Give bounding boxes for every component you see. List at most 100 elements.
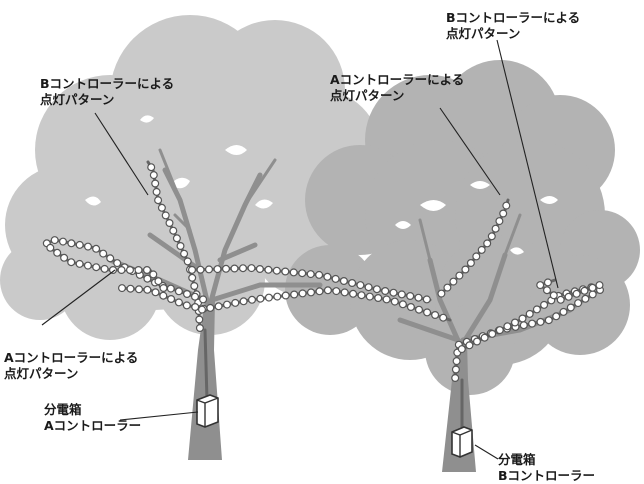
led-bulb (180, 249, 189, 258)
led-bulb (151, 179, 160, 188)
led-bulb (152, 187, 161, 196)
led-bulb (159, 284, 168, 293)
led-bulb (340, 288, 349, 297)
led-bulb (422, 295, 431, 304)
led-bulb (135, 285, 144, 294)
led-bulb (397, 290, 406, 299)
led-bulb (106, 254, 115, 263)
led-bulb (159, 291, 168, 300)
led-bulb (488, 329, 497, 338)
led-bulb (307, 288, 316, 297)
led-bulb (298, 289, 307, 298)
led-bulb (289, 268, 298, 277)
led-bulb (143, 274, 152, 283)
led-bulb (495, 217, 504, 226)
led-bulb (214, 302, 223, 311)
led-bulb (382, 295, 391, 304)
led-bulb (542, 286, 551, 295)
led-bulb (356, 281, 365, 290)
led-bulb (480, 333, 489, 342)
led-bulb (452, 357, 461, 366)
led-bulb (188, 265, 197, 274)
led-bulb (544, 316, 553, 325)
led-bulb (461, 265, 470, 274)
led-bulb (331, 274, 340, 283)
led-bulb (195, 324, 204, 333)
led-bulb (540, 300, 549, 309)
led-bulb (157, 203, 166, 212)
led-bulb (149, 171, 158, 180)
led-bulb (176, 242, 185, 251)
led-bulb (357, 291, 366, 300)
leader-bottom-left (41, 269, 116, 326)
led-bulb (525, 309, 534, 318)
led-bulb (206, 303, 215, 312)
led-bulb (390, 297, 399, 306)
led-bulb (154, 196, 163, 205)
led-bulb (451, 374, 460, 383)
led-bulb (455, 271, 464, 280)
led-bulb (588, 290, 597, 299)
led-bulb (381, 287, 390, 296)
led-bulb (247, 264, 256, 273)
led-bulb (477, 245, 486, 254)
leader-mid-right (439, 107, 501, 196)
led-bulb (572, 289, 581, 298)
led-bulb (167, 295, 176, 304)
led-bulb (595, 281, 604, 290)
led-bulb (543, 278, 552, 287)
led-bulb (588, 283, 597, 292)
led-bulb (256, 294, 265, 303)
led-bulb (195, 315, 204, 324)
led-bulb (574, 299, 583, 308)
label-line: Aコントローラー (44, 418, 142, 433)
led-bulb (264, 265, 273, 274)
led-bulb (143, 266, 152, 275)
led-bulb (487, 232, 496, 241)
led-bulb (415, 305, 424, 314)
led-bulb (117, 266, 126, 275)
led-bulb (53, 248, 62, 257)
led-bulb (191, 303, 200, 312)
leader-box-a (119, 411, 199, 421)
label-line: Bコントローラーによる (40, 76, 175, 91)
led-bulb (503, 322, 512, 331)
label-a-pattern-bottom-left: Aコントローラーによる 点灯パターン (4, 350, 138, 382)
label-line: 点灯パターン (330, 88, 405, 103)
led-bulb (248, 295, 257, 304)
label-line: 分電箱 (44, 402, 82, 417)
led-bulb (183, 290, 192, 299)
led-bulb (580, 286, 589, 295)
led-bulb (190, 282, 199, 291)
led-bulb (556, 295, 565, 304)
led-bulb (349, 289, 358, 298)
led-bulb (67, 239, 76, 248)
led-bulb (230, 264, 239, 273)
led-bulb (46, 243, 55, 252)
led-bulb (281, 267, 290, 276)
led-bulb (472, 252, 481, 261)
led-bulb (99, 249, 108, 258)
led-bulb (559, 307, 568, 316)
led-bulb (315, 287, 324, 296)
led-bulb (67, 258, 76, 267)
led-bulb (465, 341, 474, 350)
led-bulb (536, 317, 545, 326)
led-bulb (365, 292, 374, 301)
led-bulb (364, 283, 373, 292)
label-b-pattern-top-right: Bコントローラーによる 点灯パターン (446, 10, 580, 42)
led-bulb (149, 270, 158, 279)
led-bulb (161, 211, 170, 220)
led-bulb (117, 284, 126, 293)
led-bulb (491, 224, 500, 233)
led-bulb (389, 288, 398, 297)
led-bulb (298, 269, 307, 278)
led-bulb (499, 209, 508, 218)
led-bulb (536, 281, 545, 290)
led-bulb (483, 239, 492, 248)
led-bulb (75, 259, 84, 268)
leader-lines (41, 39, 559, 460)
led-bulb (100, 264, 109, 273)
led-bulb (213, 265, 222, 274)
label-b-pattern-top-left: Bコントローラーによる 点灯パターン (40, 76, 174, 108)
